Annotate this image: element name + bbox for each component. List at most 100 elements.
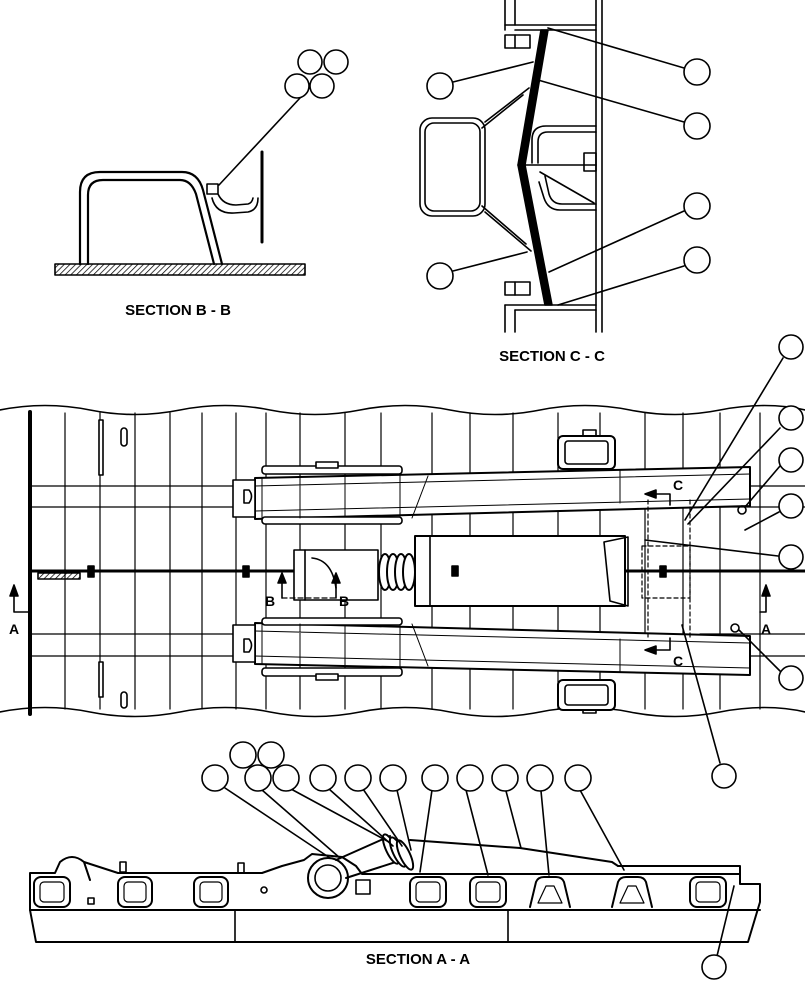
leader-line	[328, 788, 394, 847]
upper-beam-lug	[243, 489, 253, 504]
leader-line	[744, 465, 781, 508]
cut-arrow-a-left	[13, 593, 31, 613]
bolt-head	[518, 162, 526, 170]
leader-line	[557, 265, 685, 306]
base-plate	[54, 263, 306, 276]
callout-balloon	[778, 334, 804, 360]
leader-line	[290, 788, 390, 843]
upper-beam-pad	[315, 461, 339, 469]
break-line-top	[0, 404, 805, 416]
leader-line	[681, 624, 721, 764]
cut-label-c-upper: C	[673, 477, 683, 493]
callout-balloon	[778, 493, 804, 519]
arrowhead	[277, 572, 287, 584]
lower-web	[504, 304, 516, 333]
central-box-marker	[451, 565, 459, 577]
cut-label-a-left: A	[9, 621, 19, 637]
callout-balloon	[244, 764, 272, 792]
callout-balloon	[421, 764, 449, 792]
central-box-end	[603, 536, 629, 607]
callout-balloon	[526, 764, 554, 792]
left-end-profile	[29, 856, 233, 911]
leader-line	[716, 885, 735, 957]
clip-bracket	[206, 183, 259, 214]
leader-line	[537, 79, 685, 123]
left-box	[419, 117, 486, 217]
callout-balloon	[284, 73, 310, 99]
leader-line	[579, 789, 625, 871]
small-fitting	[260, 886, 268, 894]
lower-beam-pad	[315, 673, 339, 681]
right-frame	[531, 125, 597, 211]
arrowhead	[331, 572, 341, 584]
cut-label-b-left: B	[265, 593, 275, 609]
upper-pad-inner	[564, 440, 609, 465]
leader-line	[224, 787, 331, 859]
callout-balloon	[229, 741, 257, 769]
small-fitting	[355, 879, 371, 895]
tube	[335, 835, 403, 879]
hat-stiffener	[78, 170, 224, 266]
leader-line	[419, 789, 433, 873]
fitting	[737, 505, 747, 515]
callout-balloon	[201, 764, 229, 792]
left-box-taper	[481, 87, 532, 252]
section-c-c: SECTION C - C	[419, 0, 711, 365]
callout-balloon	[564, 764, 592, 792]
callout-balloon	[683, 112, 711, 140]
top-slope	[409, 839, 619, 867]
callout-balloon	[778, 544, 804, 570]
upper-beam-bottom-plate	[261, 516, 403, 525]
callout-balloon	[309, 764, 337, 792]
cut-label-b-right: B	[339, 593, 349, 609]
leader-line	[396, 789, 412, 851]
leader-line	[540, 790, 550, 876]
leader-line	[684, 357, 784, 521]
lower-beam	[232, 617, 751, 681]
leader-line	[261, 789, 341, 859]
callout-balloon	[491, 764, 519, 792]
centerline-marker	[87, 565, 95, 578]
small-slot	[120, 691, 128, 709]
callout-balloon	[257, 741, 285, 769]
section-a-a: SECTION A - A	[29, 741, 761, 980]
pivot-inner	[314, 864, 342, 892]
section-a-label: SECTION A - A	[366, 951, 470, 968]
nut	[583, 152, 597, 172]
arrowhead	[9, 584, 19, 597]
leader-line	[548, 210, 685, 273]
upper-beam	[232, 461, 751, 525]
small-fitting	[237, 862, 245, 874]
fitting	[730, 623, 740, 633]
leader-line	[687, 427, 781, 525]
section-b-b: SECTION B - B	[54, 49, 349, 319]
cut-arrow-a-right	[759, 593, 767, 613]
leader-line	[452, 61, 534, 83]
small-bar	[98, 419, 104, 476]
callout-balloon	[272, 764, 300, 792]
centerline-marker	[659, 565, 667, 578]
leader-line	[218, 97, 301, 186]
cut-label-a-right: A	[761, 621, 771, 637]
pivot-outer	[307, 857, 349, 899]
upper-beam-inner	[254, 469, 751, 520]
section-b-label: SECTION B - B	[125, 302, 231, 319]
leader-line	[738, 629, 781, 672]
hull-outline	[29, 865, 761, 943]
callout-balloon	[701, 954, 727, 980]
cut-label-c-lower: C	[673, 653, 683, 669]
callout-balloon	[309, 73, 335, 99]
callout-balloon	[778, 447, 804, 473]
leader-line	[644, 539, 779, 557]
callout-balloon	[711, 763, 737, 789]
arrowhead	[761, 584, 771, 597]
top-bracket	[504, 34, 531, 49]
callout-balloon	[683, 246, 711, 274]
callout-balloon	[456, 764, 484, 792]
leader-line	[452, 251, 528, 272]
pivot-frame	[231, 853, 741, 875]
upper-pad	[557, 435, 616, 470]
small-fitting	[119, 861, 127, 873]
cut-arrow-c-upper	[653, 493, 671, 506]
